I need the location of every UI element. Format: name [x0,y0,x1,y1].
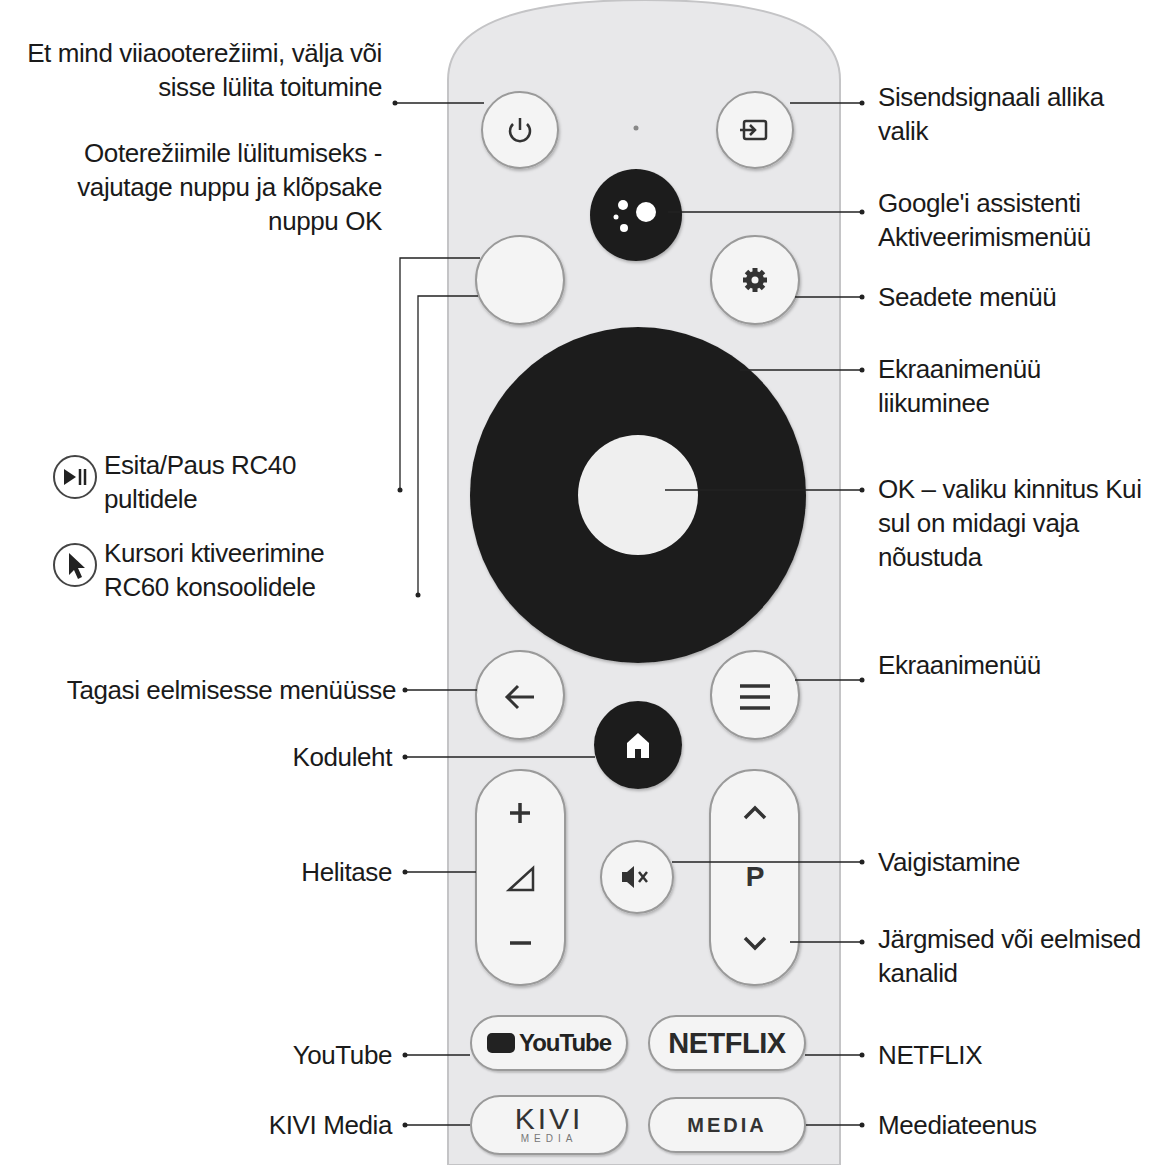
channel-button: P [735,857,775,897]
input-button [717,92,793,168]
chevron-up [745,808,765,818]
home-icon [627,733,649,758]
menu-button [711,651,799,739]
settings-button [711,236,799,324]
callout-label: Meediateenus [878,1108,1154,1142]
callout-label: KIVI Media [10,1108,392,1142]
back-button [476,651,564,739]
back-icon [507,686,534,708]
callout-label: Järgmised või eelmised kanalid [878,922,1154,990]
callout-label: Tagasi eelmisesse menüüsse [4,673,396,707]
callout-label: Ekraanimenüü liikuminee [878,352,1154,420]
callout-label: Vaigistamine [878,845,1154,879]
mute-icon [622,866,634,888]
callout-label: Esita/Paus RC40 pultidele [104,448,384,516]
callout-label: Et mind viiaooterežiimi, välja või sisse… [10,36,382,104]
callout-label: Ekraanimenüü [878,648,1154,682]
dpad [470,327,806,663]
power-button [482,92,558,168]
youtube-button: YouTube [470,1015,628,1071]
callout-label: NETFLIX [878,1038,1154,1072]
callout-label: Seadete menüü [878,280,1154,314]
assistant-button [590,169,682,261]
leader-lines [395,103,862,1125]
home-button [594,701,682,789]
button-text: KIVI [515,1105,584,1133]
channel-rocker [710,770,799,985]
callout-label: Sisendsignaali allika valik [878,80,1154,148]
button-text: MEDIA [687,1114,766,1137]
kivi-media-button: KIVIMEDIA [470,1095,628,1155]
button-text: YouTube [519,1029,611,1057]
plus-icon [510,803,530,823]
led [634,126,639,131]
callout-label: YouTube [10,1038,392,1072]
gear-icon [743,268,767,292]
play-pause-icon [54,456,96,498]
media-button: MEDIA [648,1097,806,1153]
ok-button [578,435,698,555]
menu-icon [740,686,770,708]
chevron-down [745,938,765,948]
callout-label: Kursori ktiveerimine RC60 konsoolidele [104,536,394,604]
mute-button [601,841,673,913]
callout-label: Ooterežiimile lülitumiseks - vajutage nu… [10,136,382,238]
button-text: NETFLIX [668,1027,785,1060]
callout-label: Helitase [10,855,392,889]
leader-dots [393,101,865,1128]
netflix-button: NETFLIX [648,1015,806,1071]
button-text: MEDIA [521,1133,578,1145]
callout-label: Koduleht [10,740,392,774]
cursor-icon [54,544,96,586]
remote-body [448,0,840,1165]
button-text: P [746,861,765,893]
callout-label: OK – valiku kinnitus Kui sul on midagi v… [878,472,1154,574]
minus-icon [510,941,531,945]
play-cursor-button [476,236,564,324]
callout-label: Google'i assistenti Aktiveerimismenüü [878,186,1154,254]
volume-rocker [476,770,565,985]
volume-icon [509,868,533,890]
